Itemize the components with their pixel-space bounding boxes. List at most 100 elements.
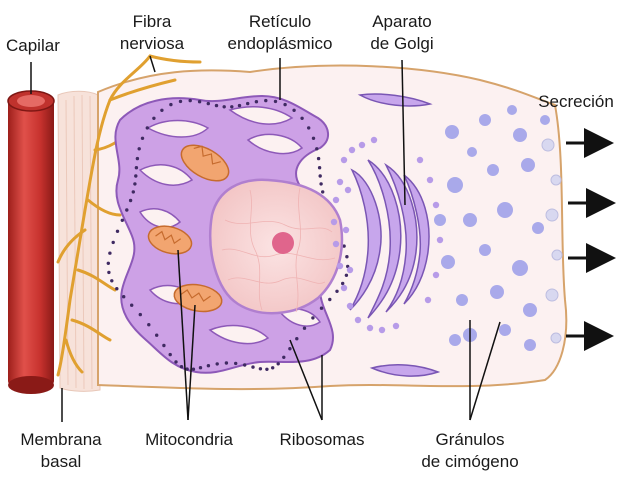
ribosome bbox=[292, 109, 295, 112]
ribosome bbox=[129, 199, 132, 202]
ribosome bbox=[125, 208, 128, 211]
ribosome bbox=[295, 337, 298, 340]
ribosome bbox=[107, 262, 110, 265]
label-membrana-line1: Membrana bbox=[4, 430, 118, 450]
ribosome bbox=[207, 364, 210, 367]
label-golgi-line1: Aparato bbox=[356, 12, 448, 32]
label-mitocondria: Mitocondria bbox=[132, 430, 246, 450]
ribosome bbox=[121, 219, 124, 222]
ribosome bbox=[300, 117, 303, 120]
ribosome bbox=[107, 271, 110, 274]
golgi-vesicle bbox=[393, 323, 399, 329]
ribosome bbox=[122, 295, 125, 298]
zymogen-granule bbox=[449, 334, 461, 346]
ribosome bbox=[317, 157, 320, 160]
label-reticulo-line2: endoplásmico bbox=[212, 34, 348, 54]
ribosome bbox=[341, 282, 344, 285]
ribosome bbox=[234, 362, 237, 365]
ribosome bbox=[152, 117, 155, 120]
golgi-vesicle bbox=[417, 157, 423, 163]
zymogen-granule bbox=[479, 244, 491, 256]
ribosome bbox=[320, 307, 323, 310]
label-golgi-line2: de Golgi bbox=[356, 34, 448, 54]
nucleus bbox=[210, 180, 342, 313]
ribosome bbox=[207, 102, 210, 105]
ribosome bbox=[345, 274, 348, 277]
zymogen-granule bbox=[479, 114, 491, 126]
ribosome bbox=[288, 347, 291, 350]
zymogen-granule bbox=[441, 255, 455, 269]
ribosome bbox=[255, 100, 258, 103]
zymogen-granule bbox=[490, 285, 504, 299]
label-reticulo-line1: Retículo bbox=[218, 12, 342, 32]
ribosome bbox=[216, 362, 219, 365]
ribosome bbox=[138, 147, 141, 150]
golgi-vesicle bbox=[341, 285, 347, 291]
golgi-vesicle bbox=[347, 303, 353, 309]
zymogen-granule bbox=[456, 294, 468, 306]
zymogen-granule bbox=[499, 324, 511, 336]
zymogen-granule bbox=[467, 147, 477, 157]
ribosome bbox=[146, 126, 149, 129]
ribosome bbox=[199, 366, 202, 369]
ribosome bbox=[132, 190, 135, 193]
ribosome bbox=[311, 316, 314, 319]
nucleolus bbox=[272, 232, 294, 254]
zymogen-granule bbox=[513, 128, 527, 142]
ribosome bbox=[264, 99, 267, 102]
ribosome bbox=[198, 100, 201, 103]
golgi-vesicle bbox=[349, 147, 355, 153]
golgi-vesicle bbox=[379, 327, 385, 333]
golgi-vesicle bbox=[433, 202, 439, 208]
golgi-vesicle bbox=[371, 137, 377, 143]
ribosome bbox=[141, 137, 144, 140]
golgi-vesicle bbox=[433, 272, 439, 278]
golgi-vesicle bbox=[333, 197, 339, 203]
ribosome bbox=[345, 255, 348, 258]
ribosome bbox=[303, 327, 306, 330]
golgi-vesicle bbox=[341, 157, 347, 163]
ribosome bbox=[169, 103, 172, 106]
ribosome bbox=[335, 290, 338, 293]
ribosome bbox=[116, 230, 119, 233]
ribosome bbox=[251, 365, 254, 368]
ribosome bbox=[274, 100, 277, 103]
zymogen-granule bbox=[524, 339, 536, 351]
zymogen-granule bbox=[523, 303, 537, 317]
ribosome bbox=[238, 104, 241, 107]
ribosome bbox=[277, 362, 280, 365]
ribosome bbox=[319, 174, 322, 177]
ribosome bbox=[315, 147, 318, 150]
ribosome bbox=[169, 353, 172, 356]
ribosome bbox=[160, 109, 163, 112]
ribosome bbox=[271, 366, 274, 369]
golgi-vesicle bbox=[331, 219, 337, 225]
golgi-vesicle bbox=[333, 241, 339, 247]
ribosome bbox=[318, 166, 321, 169]
ribosome bbox=[130, 304, 133, 307]
ribosome bbox=[110, 279, 113, 282]
capillary bbox=[8, 91, 54, 394]
ribosome bbox=[282, 356, 285, 359]
ribosome bbox=[215, 104, 218, 107]
golgi-vesicle bbox=[359, 142, 365, 148]
golgi-vesicle bbox=[367, 325, 373, 331]
ribosome bbox=[180, 365, 183, 368]
golgi-vesicle bbox=[343, 227, 349, 233]
ribosome bbox=[133, 182, 136, 185]
zymogen-granule bbox=[463, 213, 477, 227]
ribosome bbox=[192, 368, 195, 371]
golgi-vesicle bbox=[427, 177, 433, 183]
ribosome bbox=[179, 100, 182, 103]
label-ribosomas: Ribosomas bbox=[266, 430, 378, 450]
zymogen-granule bbox=[434, 214, 446, 226]
zymogen-granule bbox=[512, 260, 528, 276]
label-secrecion: Secreción bbox=[528, 92, 624, 112]
golgi-vesicle bbox=[425, 297, 431, 303]
ribosome bbox=[115, 287, 118, 290]
secretion-arrows bbox=[566, 143, 610, 336]
zymogen-granule bbox=[507, 105, 517, 115]
ribosome bbox=[108, 252, 111, 255]
zymogen-granule bbox=[521, 158, 535, 172]
